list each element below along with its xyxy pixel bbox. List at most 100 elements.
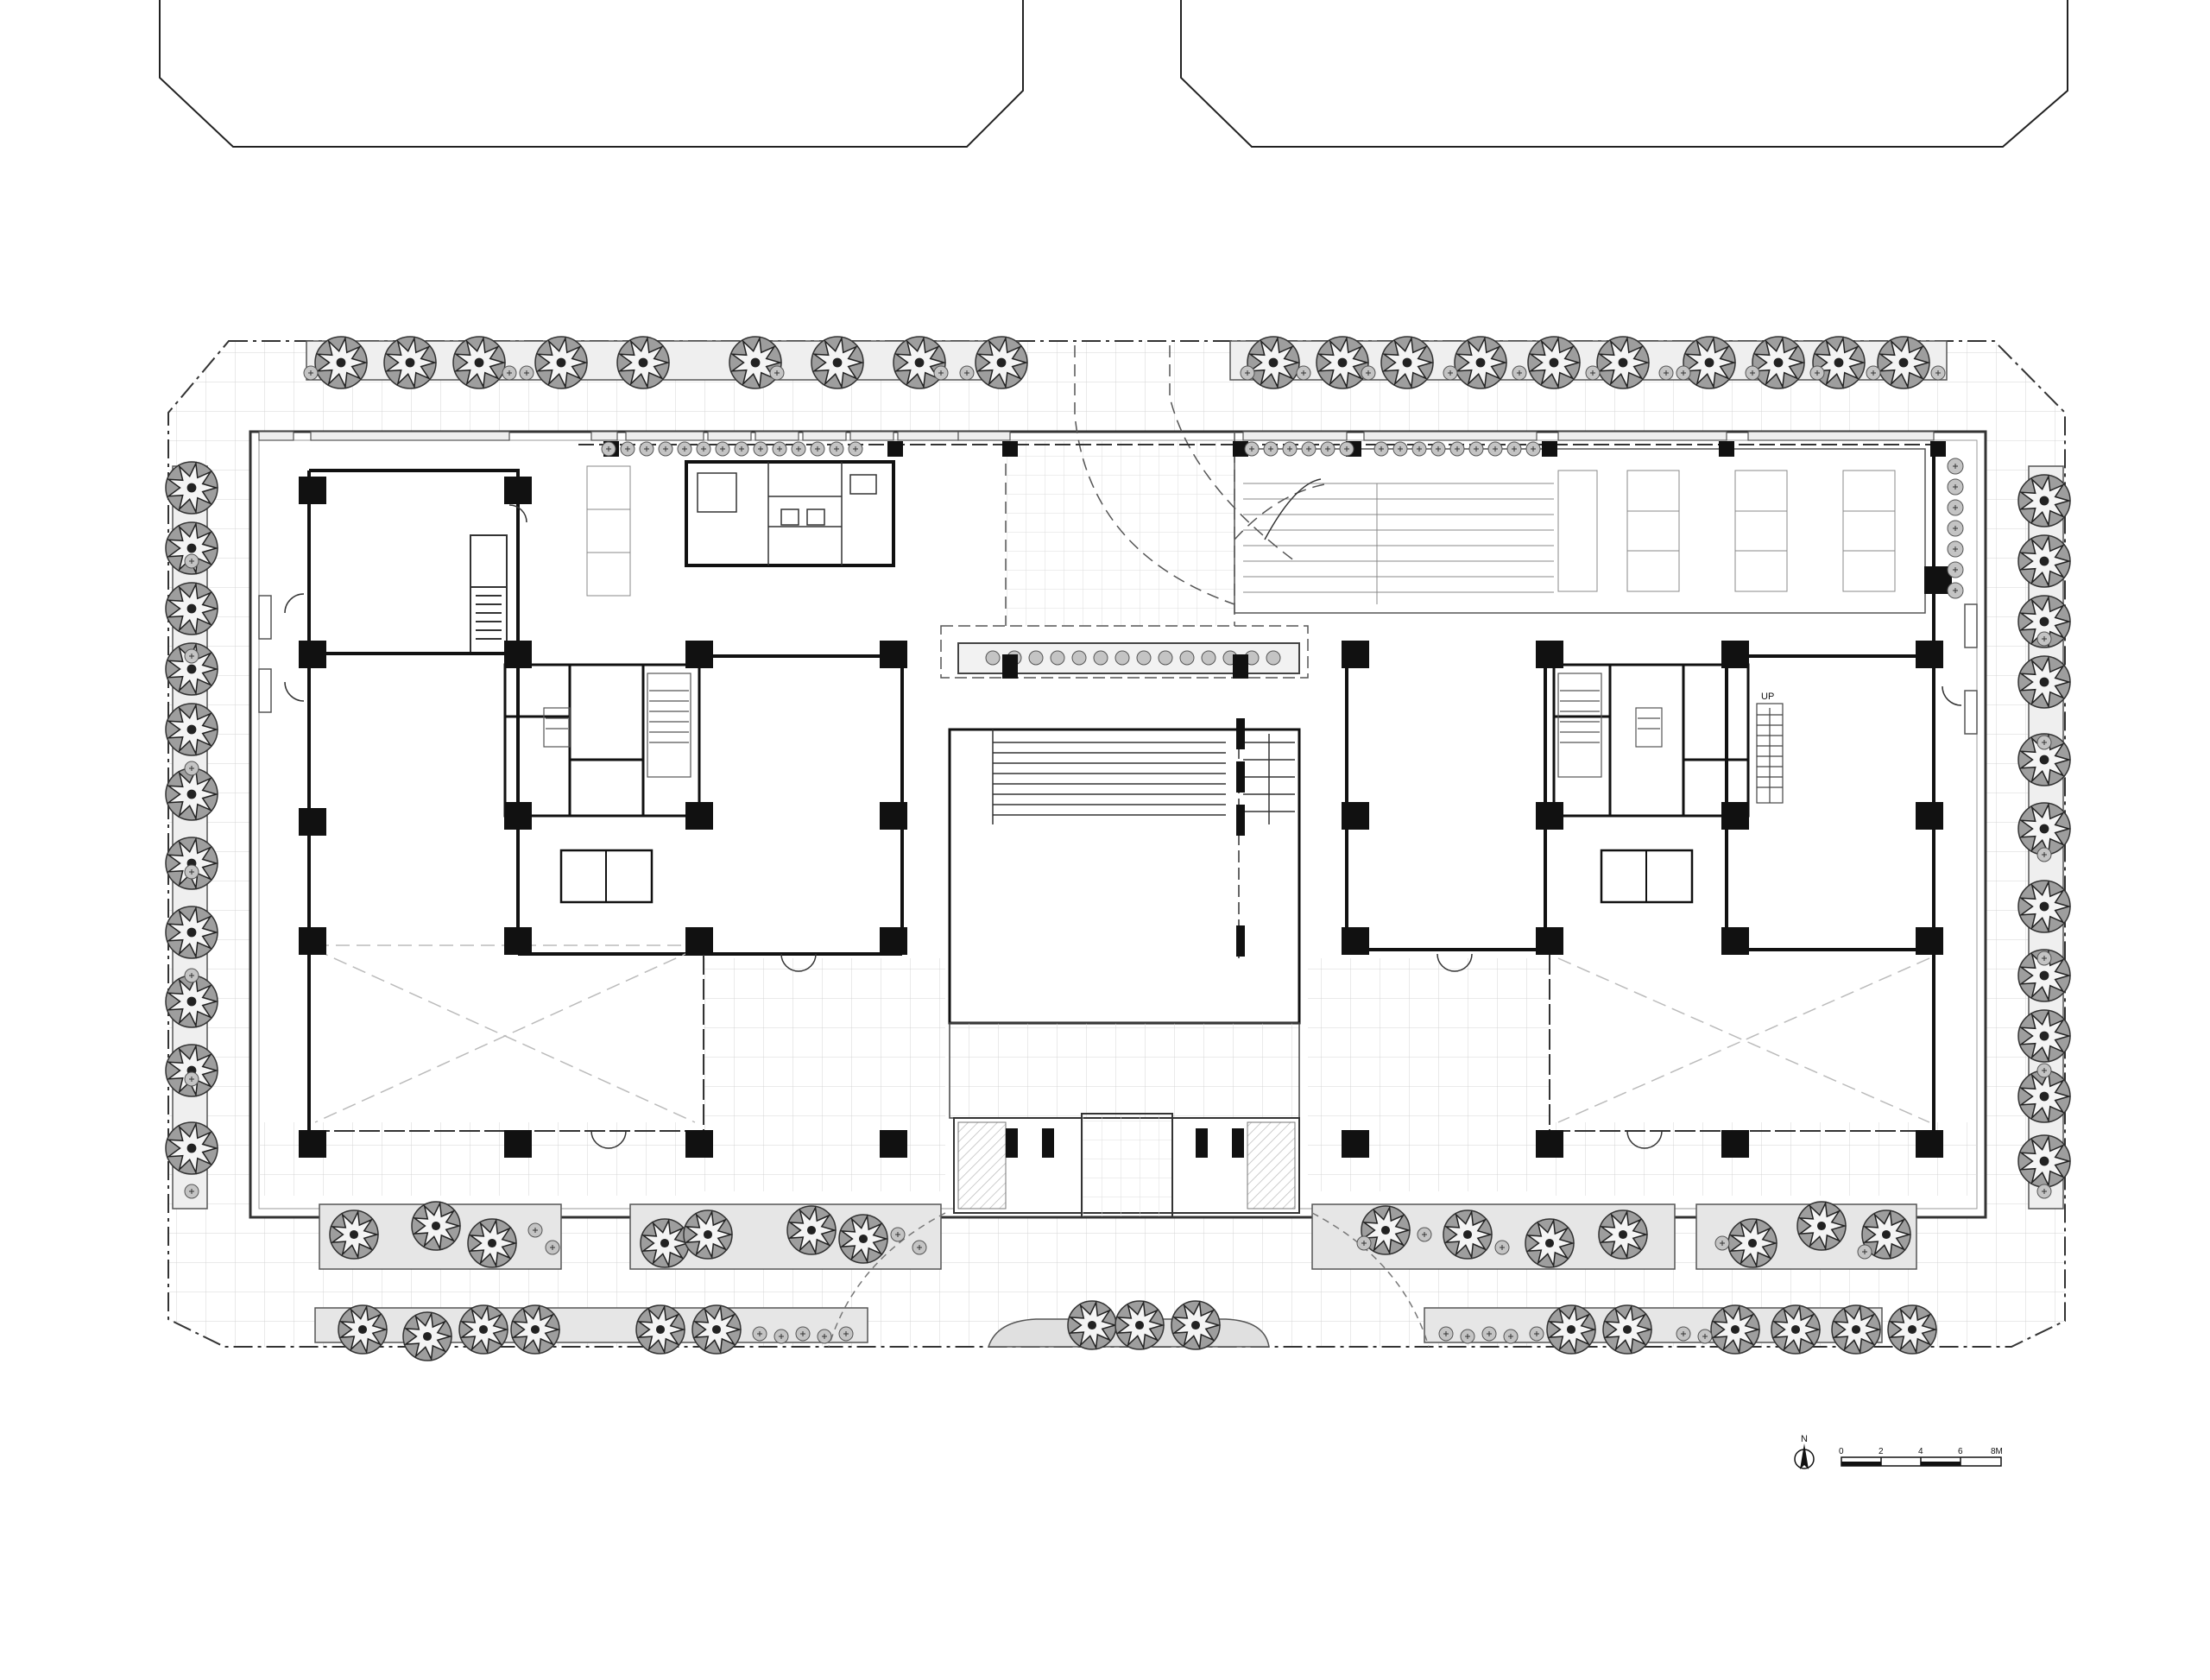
- shrub-1: [502, 365, 517, 381]
- scale-bar: 0 2 4 6 8M: [1839, 1447, 2003, 1467]
- shrub-51: [1947, 540, 1964, 558]
- tree-37: [2017, 949, 2072, 1002]
- service-block: [685, 460, 895, 567]
- shrub-55: [184, 648, 199, 664]
- column-1: [299, 641, 326, 668]
- shrub-87: [1529, 1326, 1544, 1342]
- tree-41: [329, 1209, 380, 1260]
- tree-47: [838, 1214, 889, 1264]
- shrub-21: [658, 441, 673, 457]
- shrub-62: [2036, 735, 2052, 750]
- column-17: [880, 1130, 907, 1158]
- tree-65: [1602, 1304, 1653, 1355]
- court-paving-right-outer: [1550, 1122, 1977, 1196]
- tree-22: [165, 642, 219, 696]
- tree-59: [635, 1304, 686, 1355]
- column-36: [1002, 441, 1018, 457]
- shrub-35: [1301, 441, 1317, 457]
- shrub-43: [1468, 441, 1484, 457]
- tree-40: [2017, 1134, 2072, 1188]
- shrub-8: [1361, 365, 1376, 381]
- right-up-stair: [1756, 703, 1784, 804]
- shrub-66: [2036, 1184, 2052, 1199]
- tree-16: [1752, 336, 1806, 389]
- shrub-15: [1809, 365, 1825, 381]
- shrub-4: [933, 365, 949, 381]
- atrium-grand-stair: [992, 729, 1295, 958]
- shrub-26: [753, 441, 768, 457]
- door-swings: [284, 478, 1962, 1149]
- tree-56: [402, 1311, 453, 1361]
- court-paving-left: [704, 958, 945, 1191]
- tree-33: [2017, 655, 2072, 709]
- left-parking-bays: [586, 465, 631, 597]
- column-5: [504, 477, 532, 504]
- shrub-9: [1443, 365, 1458, 381]
- tree-15: [1683, 336, 1737, 389]
- column-32: [1916, 927, 1943, 955]
- column-6: [504, 641, 532, 668]
- tree-1: [383, 336, 438, 389]
- column-19: [1342, 802, 1369, 830]
- tree-48: [1361, 1205, 1411, 1255]
- tree-45: [683, 1209, 734, 1260]
- shrub-57: [184, 864, 199, 880]
- shrub-68: [545, 1240, 560, 1255]
- shrub-78: [795, 1326, 811, 1342]
- shrub-59: [184, 1071, 199, 1087]
- shrub-38: [1373, 441, 1389, 457]
- tree-38: [2017, 1009, 2072, 1063]
- tree-11: [1380, 336, 1435, 389]
- tree-44: [640, 1218, 691, 1268]
- atrium-post-1: [1236, 761, 1245, 793]
- entrance-ramp-right: [1247, 1121, 1296, 1209]
- tree-32: [2017, 595, 2072, 648]
- tree-29: [165, 1121, 219, 1175]
- tree-39: [2017, 1070, 2072, 1123]
- column-13: [685, 1130, 713, 1158]
- shrub-49: [1947, 499, 1964, 516]
- shrub-42: [1449, 441, 1465, 457]
- column-37: [1233, 441, 1248, 457]
- entrance-forecourt: [949, 1022, 1300, 1119]
- shrub-77: [774, 1329, 789, 1344]
- shrub-23: [696, 441, 711, 457]
- shrub-52: [1947, 561, 1964, 578]
- atrium-frame: [940, 625, 1309, 679]
- shrub-54: [184, 553, 199, 569]
- shrub-0: [303, 365, 319, 381]
- tree-8: [975, 336, 1029, 389]
- tree-34: [2017, 733, 2072, 786]
- shrub-24: [715, 441, 730, 457]
- shrub-14: [1745, 365, 1760, 381]
- tree-50: [1525, 1218, 1575, 1268]
- tree-0: [314, 336, 369, 389]
- column-2: [299, 808, 326, 836]
- shrub-75: [1857, 1244, 1872, 1260]
- left-core-stairs: [543, 673, 691, 778]
- column-4: [299, 1130, 326, 1158]
- neighbour-building-outlines: [159, 0, 2068, 148]
- tree-5: [729, 336, 783, 389]
- shrub-12: [1658, 365, 1674, 381]
- shrub-46: [1525, 441, 1541, 457]
- shrub-25: [734, 441, 749, 457]
- north-arrow-icon: N: [1794, 1434, 1815, 1469]
- entrance-ramp-left: [957, 1121, 1007, 1209]
- tree-19: [165, 461, 219, 515]
- west-stair-core: [470, 534, 508, 655]
- column-24: [1536, 927, 1563, 955]
- shrub-47: [1947, 458, 1964, 475]
- tree-67: [1771, 1304, 1822, 1355]
- tree-18: [1877, 336, 1931, 389]
- tree-55: [338, 1304, 388, 1355]
- west-annex-walls: [307, 469, 520, 1131]
- shrub-85: [1676, 1326, 1691, 1342]
- shrub-86: [1697, 1329, 1713, 1344]
- shrub-79: [817, 1329, 832, 1344]
- structural-columns: [299, 441, 1952, 1158]
- tree-4: [616, 336, 671, 389]
- shrub-76: [752, 1326, 767, 1342]
- shrub-71: [1356, 1235, 1372, 1251]
- tree-23: [165, 703, 219, 756]
